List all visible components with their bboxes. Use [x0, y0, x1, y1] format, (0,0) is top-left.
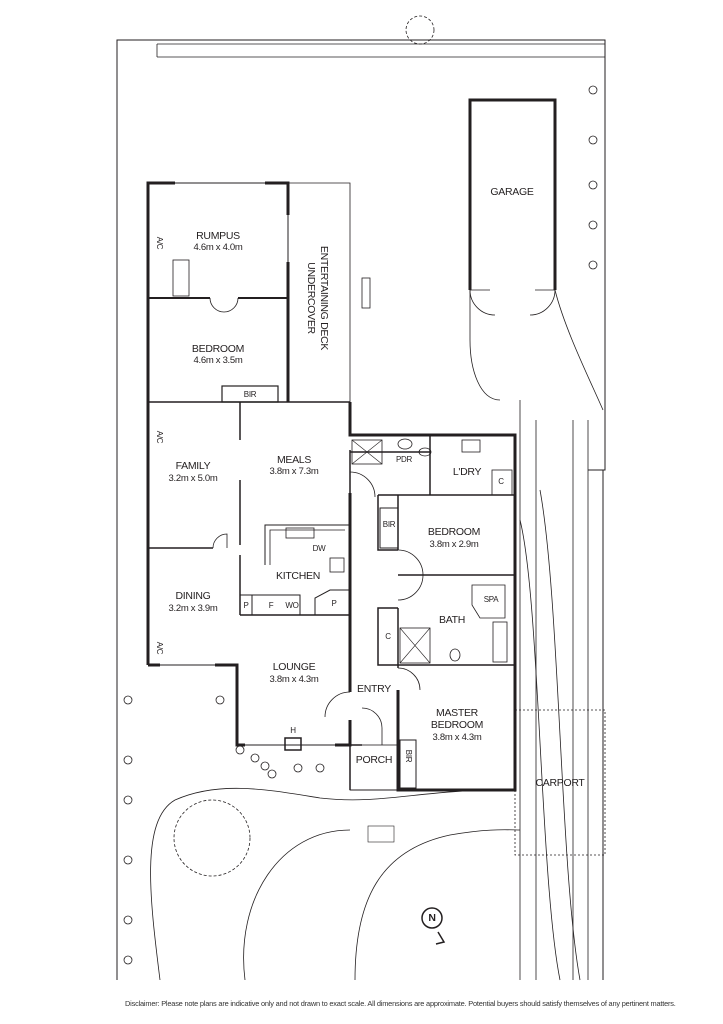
- kitchen-bench-inner: [269, 529, 345, 565]
- bir-master-label: BIR: [404, 749, 413, 763]
- rumpus-size: 4.6m x 4.0m: [193, 242, 243, 253]
- corner-pantry: [314, 589, 350, 615]
- bedroom-rear-label: BEDROOM: [191, 343, 245, 355]
- kitchen-bench: [264, 524, 350, 565]
- rumpus-fixture: [172, 259, 190, 297]
- compass-icon: [421, 907, 446, 945]
- tree-front: [173, 799, 251, 877]
- driveway: [469, 289, 604, 981]
- spa-label: SPA: [483, 595, 499, 604]
- pantry-label-1: P: [243, 601, 249, 610]
- pantry-label-2: P: [331, 599, 337, 608]
- shrubs: [123, 85, 598, 965]
- pantry-bench: [240, 594, 301, 615]
- garden-bed-edge: [150, 787, 501, 981]
- lounge-door[interactable]: [324, 691, 351, 718]
- master-door[interactable]: [397, 667, 421, 691]
- bedroom-label: BEDROOM: [427, 526, 481, 538]
- compass-north-label: N: [428, 912, 436, 924]
- fridge-label: F: [268, 601, 274, 610]
- bath-shower-cross: [399, 627, 431, 664]
- meals-label: MEALS: [276, 454, 312, 466]
- rumpus-label: RUMPUS: [196, 230, 240, 242]
- meals-size: 3.8m x 7.3m: [269, 466, 319, 477]
- bath-vanity: [492, 621, 508, 663]
- master-label-2: BEDROOM: [430, 719, 484, 731]
- ac-label-rumpus: A/C: [155, 236, 164, 250]
- bir-bedroom: [379, 507, 399, 549]
- master-label-1: MASTER: [436, 707, 478, 719]
- carport-label: CARPORT: [535, 777, 585, 789]
- meals-door[interactable]: [349, 471, 376, 498]
- bedroom-rear-size: 4.6m x 3.5m: [193, 355, 243, 366]
- brick-planter: [367, 825, 395, 843]
- bath-cupboard-label: C: [385, 632, 391, 641]
- porch-outline: [349, 744, 399, 791]
- lounge-label: LOUNGE: [272, 661, 316, 673]
- front-path: [354, 829, 521, 981]
- laundry-tub: [461, 439, 481, 453]
- dw-label: DW: [312, 544, 326, 553]
- spa: [471, 584, 506, 619]
- deck-label-2: ENTERTAINING DECK: [318, 245, 330, 351]
- bath-label: BATH: [438, 614, 466, 626]
- bedroom-door[interactable]: [397, 549, 424, 601]
- carport-outline: [514, 709, 606, 856]
- laundry-cupboard-label: C: [498, 477, 504, 486]
- dining-size: 3.2m x 3.9m: [168, 603, 218, 614]
- porch-label: PORCH: [355, 754, 393, 766]
- site-boundary: [116, 39, 606, 980]
- front-door[interactable]: [361, 707, 383, 745]
- bath-shower: [399, 627, 431, 664]
- laundry-label: L'DRY: [452, 466, 482, 478]
- ac-label-dining: A/C: [155, 641, 164, 655]
- dining-label: DINING: [175, 590, 211, 602]
- bir-master: [399, 739, 417, 789]
- deck-outline: [288, 182, 351, 402]
- kitchen-sink: [285, 527, 315, 539]
- heater-label: H: [290, 726, 296, 735]
- heater: [284, 737, 302, 751]
- garden-curve: [243, 829, 351, 981]
- garage-door[interactable]: [469, 289, 556, 316]
- family-size: 3.2m x 5.0m: [168, 473, 218, 484]
- family-label: FAMILY: [175, 460, 211, 472]
- shower-pdr: [351, 439, 383, 465]
- pdr-toilet: [418, 447, 432, 457]
- bir-bedroom-label: BIR: [382, 520, 396, 529]
- cooktop: [329, 557, 345, 573]
- rear-wing-walls: [146, 181, 290, 402]
- ac-label-family: A/C: [155, 430, 164, 444]
- bir-rear-label: BIR: [243, 390, 257, 399]
- deck-label-1: UNDERCOVER: [305, 262, 317, 334]
- garage-label: GARAGE: [490, 186, 534, 198]
- shower-cross: [351, 439, 383, 465]
- entry-label: ENTRY: [357, 683, 391, 695]
- laundry-cupboard: [491, 469, 513, 496]
- master-size: 3.8m x 4.3m: [432, 732, 482, 743]
- pdr-label: PDR: [396, 455, 412, 464]
- lounge-size: 3.8m x 4.3m: [269, 674, 319, 685]
- family-dining-door[interactable]: [212, 533, 228, 549]
- wall-oven-label: WO: [285, 601, 299, 610]
- tree-rear: [405, 15, 435, 45]
- disclaimer: Disclaimer: Please note plans are indica…: [125, 999, 676, 1008]
- bath-toilet: [449, 648, 461, 662]
- pdr-basin: [397, 438, 413, 450]
- bedroom-size: 3.8m x 2.9m: [429, 539, 479, 550]
- kitchen-label: KITCHEN: [276, 570, 320, 582]
- garage-walls: [468, 98, 557, 290]
- deck-steps: [361, 277, 371, 309]
- bedroom-double-door[interactable]: [209, 297, 239, 313]
